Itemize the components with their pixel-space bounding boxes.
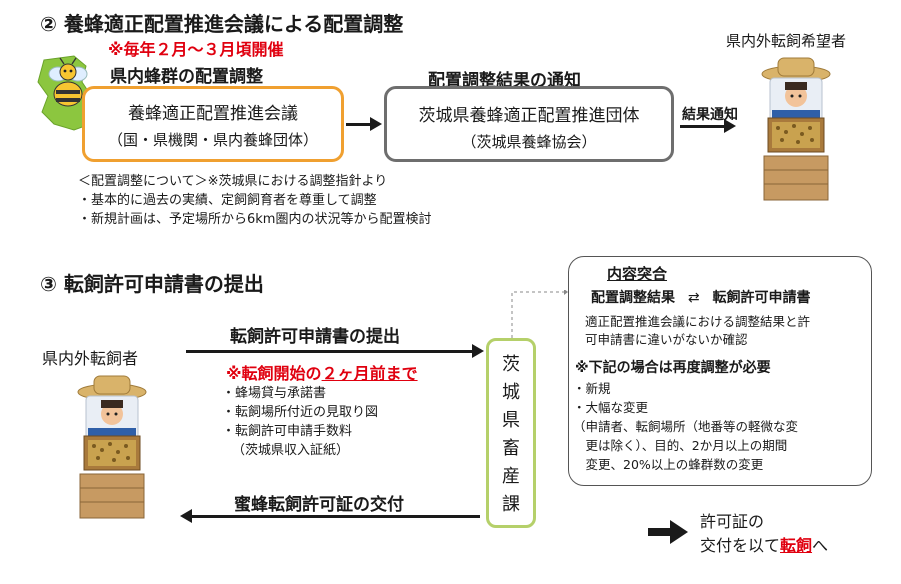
arrow-line xyxy=(680,125,726,128)
check-description: 適正配置推進会議における調整結果と許 可申請書に違いがないか確認 xyxy=(585,313,810,349)
doc-item: ・転飼許可申請手数料 xyxy=(222,424,353,439)
dept-char: 畜 xyxy=(502,438,520,459)
compare-left: 配置調整結果 xyxy=(591,290,675,306)
submit-label: 転飼許可申請書の提出 xyxy=(230,327,400,347)
beekeeper-icon xyxy=(70,372,154,522)
final-suffix: へ xyxy=(812,536,829,555)
dept-char: 課 xyxy=(502,494,520,515)
arrow-line xyxy=(190,515,480,518)
arrow-line xyxy=(186,350,476,353)
issue-label: 蜜蜂転飼許可証の交付 xyxy=(234,495,404,515)
condition-item: ・大幅な変更 xyxy=(573,400,649,415)
dept-char: 県 xyxy=(502,410,520,431)
adjustment-notes: ＜配置調整について＞※茨城県における調整指針より ・基本的に過去の実績、定飼飼育… xyxy=(78,172,431,229)
bee-icon xyxy=(44,56,92,112)
condition-item: ・新規 xyxy=(573,381,611,396)
dept-char: 茨 xyxy=(502,354,520,375)
section3-title: ③ 転飼許可申請書の提出 xyxy=(40,272,264,296)
readjust-conditions: ・新規 ・大幅な変更 （申請者、転飼場所（地番等の軽微な変 更は除く）、目的、2… xyxy=(573,379,798,474)
description-line: 可申請書に違いがないか確認 xyxy=(585,332,748,347)
ibaraki-association-box: 茨城県養蜂適正配置推進団体 （茨城県養蜂協会） xyxy=(384,86,674,162)
final-prefix: 交付を以て xyxy=(700,536,781,555)
condition-item: （申請者、転飼場所（地番等の軽微な変 xyxy=(573,419,799,434)
council-name: 養蜂適正配置推進会議 xyxy=(128,104,298,124)
final-line2: 交付を以て転飼へ xyxy=(700,534,828,558)
beekeeper-icon xyxy=(754,54,838,204)
note-line: ・新規計画は、予定場所から6km圏内の状況等から配置検討 xyxy=(78,212,432,227)
note-line: ・基本的に過去の実績、定飼飼育者を尊重して調整 xyxy=(78,193,377,208)
final-message: 許可証の 交付を以て転飼へ xyxy=(700,510,828,558)
arrow-line xyxy=(346,123,372,126)
condition-item: 変更、20%以上の蜂群数の変更 xyxy=(573,457,764,472)
check-title: 内容突合 xyxy=(607,265,668,283)
dept-char: 城 xyxy=(502,382,520,403)
association-name: 茨城県養蜂適正配置推進団体 xyxy=(418,106,640,126)
dept-char: 産 xyxy=(502,466,520,487)
council-members: （国・県機関・県内養蜂団体） xyxy=(107,131,318,149)
doc-item: （茨城県収入証紙） xyxy=(232,443,350,458)
schedule-note: ※毎年２月～３月頃開催 xyxy=(108,40,284,59)
dept-name-vertical: 茨 城 県 畜 産 課 xyxy=(489,351,533,519)
section2-title: ② 養蜂適正配置推進会議による配置調整 xyxy=(40,12,404,36)
deadline-prefix: ※転飼開始の xyxy=(226,364,322,383)
compare-symbol: ⇄ xyxy=(687,290,700,306)
compare-right: 転飼許可申請書 xyxy=(712,290,811,306)
ibaraki-livestock-dept-box: 茨 城 県 畜 産 課 xyxy=(486,338,536,528)
arrow-right-icon xyxy=(472,344,484,358)
association-subname: （茨城県養蜂協会） xyxy=(461,133,597,151)
apiculture-council-box: 養蜂適正配置推進会議 （国・県機関・県内養蜂団体） xyxy=(82,86,344,162)
condition-item: 更は除く）、目的、2か月以上の期間 xyxy=(573,438,788,453)
applicant-hope-label: 県内外転飼希望者 xyxy=(726,32,847,50)
arrow-left-icon xyxy=(180,509,192,523)
deadline-emphasis: ２ヶ月前まで xyxy=(321,364,418,383)
doc-item: ・蜂場貸与承諾書 xyxy=(222,386,327,401)
final-emphasis: 転飼 xyxy=(780,536,813,555)
dashed-connector xyxy=(510,289,568,338)
deadline-note: ※転飼開始の２ヶ月前まで xyxy=(226,360,418,384)
prefecture-adjustment-label: 県内蜂群の配置調整 xyxy=(110,67,263,87)
arrow-right-icon xyxy=(724,119,736,133)
arrow-right-icon xyxy=(648,520,688,544)
required-documents: ・蜂場貸与承諾書 ・転飼場所付近の見取り図 ・転飼許可申請手数料 （茨城県収入証… xyxy=(222,384,378,460)
description-line: 適正配置推進会議における調整結果と許 xyxy=(585,314,811,329)
final-line1: 許可証の xyxy=(700,512,765,531)
note-line: ＜配置調整について＞※茨城県における調整指針より xyxy=(78,174,388,189)
compare-row: 配置調整結果 ⇄ 転飼許可申請書 xyxy=(591,287,810,307)
content-check-box: 内容突合 配置調整結果 ⇄ 転飼許可申請書 適正配置推進会議における調整結果と許… xyxy=(568,256,872,486)
readjust-title: ※下記の場合は再度調整が必要 xyxy=(575,360,771,376)
applicant-label: 県内外転飼者 xyxy=(42,349,139,368)
arrow-right-icon xyxy=(370,117,382,131)
doc-item: ・転飼場所付近の見取り図 xyxy=(222,405,379,420)
